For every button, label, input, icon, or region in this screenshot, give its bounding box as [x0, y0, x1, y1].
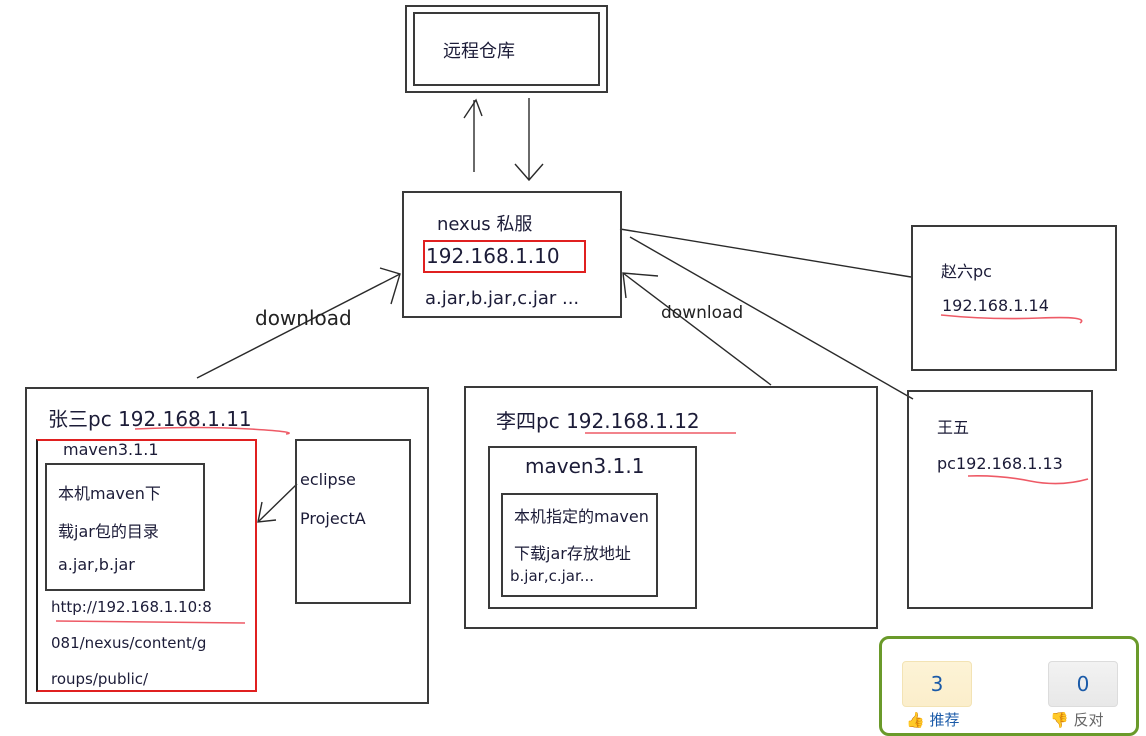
eclipse-project-label: ProjectA	[300, 509, 366, 528]
zhangsan-pc-box	[25, 387, 429, 704]
nexus-title: nexus 私服	[437, 214, 533, 235]
zhaoliu-pc-ip: 192.168.1.14	[942, 296, 1049, 315]
arrow-head	[463, 98, 483, 119]
remote-repo-inner	[413, 12, 600, 86]
lisi-name: 李四pc	[496, 409, 560, 433]
zhangsan-url-line: roups/public/	[51, 670, 149, 688]
download-label-left: download	[255, 306, 352, 330]
oppose-label: 反对	[1073, 711, 1104, 729]
lisi-maven-box	[488, 446, 697, 609]
lisi-local-repo-line: 本机指定的maven	[514, 507, 649, 526]
oppose-count[interactable]: 0	[1048, 661, 1118, 707]
arrow-head	[379, 267, 401, 305]
underline-zhangsan-ip	[134, 426, 290, 435]
thumbs-down-icon: 👎	[1050, 711, 1069, 729]
zhangsan-local-repo-line: a.jar,b.jar	[58, 555, 135, 574]
arrow-lisi-download	[622, 272, 772, 386]
lisi-pc-title: 李四pc 192.168.1.12	[496, 405, 700, 434]
zhaoliu-pc-title: 赵六pc	[941, 262, 992, 281]
remote-repo-outer	[405, 5, 608, 93]
zhangsan-url-line: http://192.168.1.10:8	[51, 598, 212, 616]
lisi-local-repo-line: b.jar,c.jar...	[510, 567, 595, 585]
lisi-local-repo-box	[501, 493, 658, 597]
lisi-pc-box	[464, 386, 878, 629]
zhangsan-maven-version: maven3.1.1	[63, 440, 159, 459]
arrow-eclipse-to-maven	[257, 483, 298, 523]
zhangsan-name: 张三pc	[48, 407, 112, 431]
nexus-box	[402, 191, 622, 318]
line-nexus-wangwu	[629, 236, 914, 400]
wangwu-pc-ip: pc192.168.1.13	[937, 454, 1063, 473]
nexus-ip-highlight	[423, 240, 586, 273]
wangwu-pc-title: 王五	[937, 418, 970, 437]
recommend-count[interactable]: 3	[902, 661, 972, 707]
zhangsan-ip: 192.168.1.11	[118, 407, 252, 431]
download-label-right: download	[661, 303, 744, 323]
recommend-button[interactable]: 👍 推荐	[906, 709, 959, 730]
lisi-local-repo-line: 下载jar存放地址	[514, 544, 631, 563]
underline-zhaoliu-ip	[940, 314, 1083, 324]
arrow-head	[514, 163, 544, 182]
arrow-head	[622, 272, 659, 299]
wangwu-pc-box	[907, 390, 1093, 609]
lisi-ip: 192.168.1.12	[566, 409, 700, 433]
eclipse-label: eclipse	[300, 470, 356, 489]
underline-zhangsan-url	[55, 620, 246, 624]
remote-repo-label: 远程仓库	[443, 41, 515, 62]
zhangsan-local-repo-box	[45, 463, 205, 591]
nexus-jars: a.jar,b.jar,c.jar ...	[425, 288, 580, 309]
nexus-ip: 192.168.1.10	[426, 244, 560, 268]
thumbs-up-icon: 👍	[906, 711, 925, 729]
zhangsan-local-repo-line: 载jar包的目录	[58, 522, 159, 541]
lisi-maven-version: maven3.1.1	[525, 454, 645, 478]
zhaoliu-pc-box	[911, 225, 1117, 371]
arrow-zhangsan-download	[196, 273, 401, 379]
zhangsan-maven-box	[36, 439, 257, 692]
line-nexus-zhaoliu	[619, 228, 912, 278]
oppose-button[interactable]: 👎 反对	[1050, 709, 1103, 730]
arrow-head	[257, 501, 277, 523]
underline-wangwu-ip	[967, 475, 1089, 485]
vote-panel: 3 👍 推荐 0 👎 反对	[879, 636, 1139, 736]
eclipse-box	[295, 439, 411, 604]
zhangsan-url-line: 081/nexus/content/g	[51, 634, 207, 652]
recommend-label: 推荐	[929, 711, 960, 729]
zhangsan-pc-title: 张三pc 192.168.1.11	[48, 403, 252, 432]
zhangsan-local-repo-line: 本机maven下	[58, 484, 161, 503]
